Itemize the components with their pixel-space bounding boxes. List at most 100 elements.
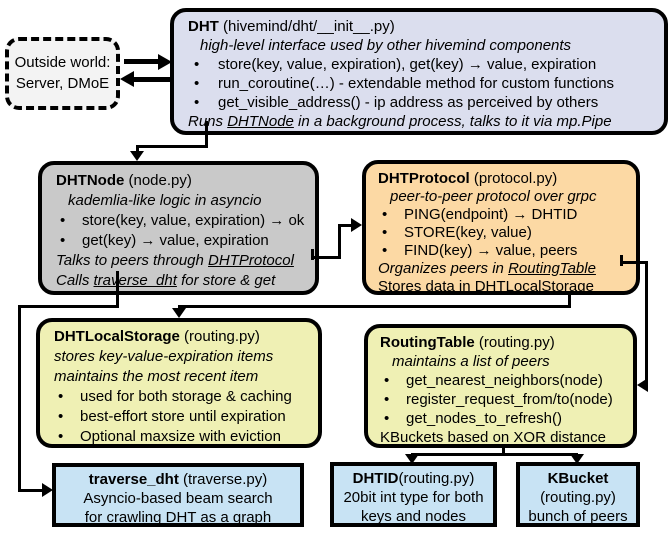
connector-routingtable-stem [502, 448, 505, 456]
dhtnode-box: DHTNode (node.py) kademlia-like logic in… [38, 161, 319, 295]
bullet-icon: • [58, 428, 64, 445]
arrow-routingtable-to-dhtid-head [405, 454, 419, 464]
dhtnode-title: DHTNode [56, 172, 125, 189]
dhtlocalstorage-subtitle-1: stores key-value-expiration items [54, 348, 274, 365]
dhtlocalstorage-bullet-3: • Optional maxsize with eviction [54, 427, 318, 447]
dht-subtitle: high-level interface used by other hivem… [200, 37, 572, 54]
bullet-icon: • [382, 206, 388, 223]
connector-dhtnode-traverse-h2 [18, 489, 43, 492]
connector-dhtprotocol-routingtable-h [620, 261, 648, 264]
dhtprotocol-bullet-3: •FIND(key) → value, peers [378, 242, 636, 260]
dht-title: DHT [188, 18, 219, 35]
routingtable-bullet-3: • get_nodes_to_refresh() [380, 409, 633, 428]
traverse-dht-box: traverse_dht (traverse.py) Asyncio-based… [52, 463, 304, 527]
kbucket-line2: bunch of peers [528, 508, 628, 525]
connector-dhtnode-dhtprotocol-v [338, 224, 341, 259]
dhtid-title-line: DHTID(routing.py) [334, 469, 493, 488]
connector-routingtable-children-h [411, 453, 578, 456]
dhtprotocol-bullet-2: • STORE(key, value) [378, 224, 636, 242]
arrow-dht-to-outside-shaft [133, 77, 171, 82]
dhtid-title: DHTID [352, 470, 399, 487]
dhtnode-calls-line: Calls traverse_dht for store & get [56, 271, 315, 291]
routingtable-bullet-2: •register_request_from/to(node) [380, 390, 633, 409]
arrow-routingtable-to-kbucket-head [570, 454, 584, 464]
arrow-outside-to-dht-shaft [124, 59, 160, 64]
dhtnode-subtitle: kademlia-like logic in asyncio [68, 192, 262, 209]
dhtprotocol-subtitle: peer-to-peer protocol over grpc [390, 188, 597, 205]
outside-world-line1: Outside world: [14, 54, 111, 71]
dht-bullet-3-text: get_visible_address() - ip address as pe… [218, 94, 599, 111]
connector-dhtprotocol-storage-v [568, 293, 571, 308]
dhtlocalstorage-bullet-2-text: best-effort store until expiration [80, 408, 286, 425]
dhtnode-title-file: (node.py) [124, 172, 192, 189]
connector-dhtnode-traverse-v2 [18, 305, 21, 492]
kbucket-title: KBucket [547, 470, 609, 487]
connector-dhtnode-traverse-h1 [18, 305, 119, 308]
routingtable-footer: KBuckets based on XOR distance [380, 429, 606, 446]
bullet-icon: • [58, 408, 64, 425]
routingtable-bullet-3-text: get_nodes_to_refresh() [406, 410, 562, 427]
dhtprotocol-bullet-2-text: STORE(key, value) [404, 224, 532, 241]
dhtprotocol-stores-line: Stores data in DHTLocalStorage [378, 278, 636, 296]
dhtnode-bullet-2-text: get(key) → value, expiration [82, 232, 269, 249]
bullet-icon: • [58, 388, 64, 405]
connector-dhtprotocol-routingtable-tick [620, 255, 623, 266]
bullet-icon: • [384, 372, 390, 389]
arrow-dht-to-outside-head [120, 71, 134, 87]
bullet-icon: • [60, 212, 66, 229]
traverse-title: traverse_dht [88, 471, 179, 488]
dhtlocalstorage-bullet-2: • best-effort store until expiration [54, 407, 318, 427]
dhtlocalstorage-title: DHTLocalStorage [54, 328, 180, 345]
connector-dht-dhtnode-v2 [136, 145, 139, 153]
traverse-title-file: (traverse.py) [178, 471, 268, 488]
dht-bullet-1: •store(key, value, expiration), get(key)… [188, 55, 660, 74]
dhtnode-bullet-2: •get(key) → value, expiration [56, 231, 315, 251]
dht-title-line: DHT (hivemind/dht/__init__.py) [188, 17, 660, 36]
connector-dhtnode-dhtprotocol-h1 [311, 256, 341, 259]
routingtable-title-line: RoutingTable (routing.py) [380, 333, 633, 352]
bullet-icon: • [384, 410, 390, 427]
dht-box: DHT (hivemind/dht/__init__.py) high-leve… [170, 8, 668, 135]
routingtable-box: RoutingTable (routing.py) maintains a li… [364, 324, 637, 448]
connector-dhtnode-traverse-v1 [116, 271, 119, 308]
dht-bullet-1-text: store(key, value, expiration), get(key) … [218, 56, 597, 73]
dhtlocalstorage-title-line: DHTLocalStorage (routing.py) [54, 327, 318, 347]
dhtprotocol-stores-prefix: Stores data in DHT [378, 278, 506, 295]
dht-footer: Runs DHTNode in a background process, ta… [188, 112, 660, 131]
dhtnode-ref-traverse-dht: traverse_dht [93, 272, 177, 289]
connector-dht-dhtnode-h [136, 145, 208, 148]
dhtnode-calls-prefix: Calls [56, 272, 94, 289]
routingtable-title-file: (routing.py) [474, 334, 555, 351]
connector-dhtprotocol-storage-h [178, 305, 571, 308]
arrow-outside-to-dht-head [158, 54, 172, 70]
arrow-dhtprotocol-to-routingtable-head [637, 378, 648, 392]
dhtnode-talks-prefix: Talks to peers through [56, 252, 209, 269]
connector-dhtnode-dhtprotocol-h2 [338, 224, 352, 227]
dhtnode-ref-dhtprotocol: DHTProtocol [208, 252, 294, 269]
dhtnode-calls-suffix: for store & get [176, 272, 276, 289]
dhtlocalstorage-box: DHTLocalStorage (routing.py) stores key-… [36, 318, 322, 448]
dhtid-line1: 20bit int type for both [343, 489, 484, 506]
outside-world-box: Outside world: Server, DMoE [5, 37, 120, 110]
bullet-icon: • [382, 224, 388, 241]
dhtprotocol-title: DHTProtocol [378, 170, 470, 187]
dhtprotocol-title-line: DHTProtocol (protocol.py) [378, 170, 636, 188]
arrow-dhtnode-to-traverse-head [42, 483, 53, 497]
kbucket-line1: (routing.py) [540, 489, 616, 506]
dhtlocalstorage-bullet-3-text: Optional maxsize with eviction [80, 428, 281, 445]
dht-footer-ref-dhtnode: DHTNode [227, 113, 294, 130]
dhtid-title-file: (routing.py) [398, 470, 475, 487]
dhtprotocol-bullet-3-text: FIND(key) → value, peers [404, 242, 578, 259]
dhtprotocol-box: DHTProtocol (protocol.py) peer-to-peer p… [362, 160, 640, 295]
kbucket-box: KBucket (routing.py) bunch of peers [516, 462, 640, 527]
dhtlocalstorage-subtitle-2: maintains the most recent item [54, 368, 259, 385]
dht-title-file: (hivemind/dht/__init__.py) [218, 18, 395, 35]
dhtlocalstorage-bullet-1-text: used for both storage & caching [80, 388, 292, 405]
arrow-dhtprotocol-to-storage-head [172, 308, 186, 318]
dhtnode-talks-line: Talks to peers through DHTProtocol [56, 251, 315, 271]
dhtnode-bullet-1-text: store(key, value, expiration) → ok [82, 212, 305, 229]
dht-bullet-3: •get_visible_address() - ip address as p… [188, 93, 660, 112]
dht-bullet-2-text: run_coroutine(…) - extendable method for… [218, 75, 615, 92]
dhtid-box: DHTID(routing.py) 20bit int type for bot… [330, 462, 497, 527]
